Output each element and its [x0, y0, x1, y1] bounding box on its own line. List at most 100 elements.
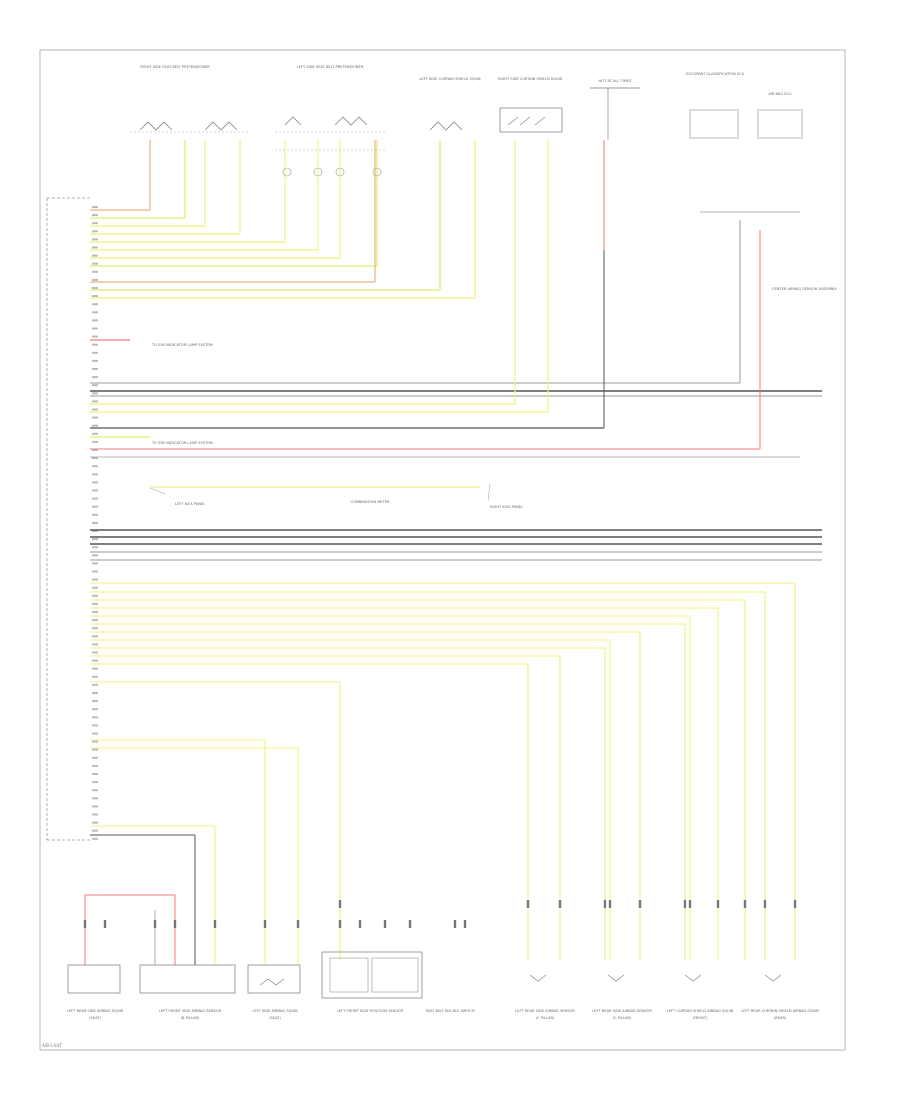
pin-stub [92, 837, 98, 840]
pin-stub [92, 578, 98, 581]
bottom-tick-6 [296, 920, 300, 928]
pin-stub [92, 384, 98, 387]
pin-stub [92, 602, 98, 605]
pin-stub [92, 651, 98, 654]
bottom-component-sub: (C PILLAR) [536, 1016, 555, 1020]
mid-label-srs-1: TO SRS INDICATOR LAMP SYSTEM [151, 343, 213, 347]
pin-stub [92, 683, 98, 686]
bottom-tick-5 [263, 920, 267, 928]
bottom-tick-4 [213, 920, 217, 928]
pin-stub [92, 449, 98, 451]
mid-label-srs-2: TO SRS INDICATOR LAMP SYSTEM [151, 441, 213, 445]
bottom-tick-8 [358, 920, 362, 928]
bottom-component-sub: (SEAT) [269, 1016, 281, 1020]
pin-stub [92, 270, 98, 273]
pin-stub [92, 206, 98, 208]
pin-stub [92, 570, 98, 573]
bottom-tick-7 [338, 920, 342, 928]
pin-stub [92, 254, 98, 257]
pin-stub [92, 700, 98, 703]
pin-stub [92, 303, 98, 306]
bottom-component-label: LEFT REAR SIDE AIRBAG SQUIB [67, 1009, 124, 1013]
pin-stub [92, 440, 98, 443]
bottom-component-sub: (SEAT) [89, 1016, 101, 1020]
pin-stub [92, 262, 98, 265]
diagram-frame [39, 49, 846, 1051]
pin-stub [92, 497, 98, 500]
pin-stub [92, 635, 98, 638]
lower-tick-6 [638, 900, 642, 908]
top-label-6: AIR BAG ECU [768, 92, 792, 96]
pin-stub [92, 675, 98, 678]
vertical-wires [83, 140, 797, 965]
diagram-code: A/B-1-E4T [42, 1043, 62, 1048]
bottom-component-sub: (REAR) [774, 1016, 787, 1020]
bottom-tick-10 [408, 920, 412, 928]
lower-tick-5 [683, 900, 687, 908]
pin-stub [92, 773, 98, 775]
bottom-tick-1 [103, 920, 107, 928]
pin-stub [92, 376, 98, 379]
lower-tick-11 [338, 900, 342, 908]
pin-stub [92, 643, 98, 646]
bottom-component-label: LEFT FRONT SIDE AIRBAG SENSOR [159, 1009, 222, 1013]
lower-tick-1 [763, 900, 767, 908]
bottom-component-label: LEFT SIDE AIRBAG SQUIB [252, 1009, 298, 1013]
pin-stub [92, 521, 98, 524]
pin-stub [92, 214, 98, 217]
pin-stub [92, 327, 98, 330]
pin-stub [92, 489, 98, 492]
pin-stub [92, 335, 98, 338]
right-curtain-squib: RIGHT SIDE CURTAIN SHIELD SQUIB [498, 77, 563, 133]
lower-tick-2 [743, 900, 747, 908]
pin-stub [92, 829, 98, 832]
lower-tick-0 [793, 900, 797, 908]
bottom-component-sub: (B PILLAR) [181, 1016, 200, 1020]
top-label-1: LEFT SIDE SEAT BELT PRETENSIONER [297, 65, 364, 69]
pin-stub [92, 764, 98, 767]
airbag-ecu-top: AIR BAG ECU [700, 92, 803, 213]
bottom-component-label: LEFT FRONT SEAT POSITION SENSOR [337, 1009, 404, 1013]
lower-tick-3 [716, 900, 720, 908]
pin-labels [92, 206, 98, 840]
mid-label-left-kick: LEFT KICK PANEL [175, 502, 205, 506]
right-seat-belt-pretensioner: RIGHT SIDE SEAT BELT PRETENSIONER [130, 65, 250, 133]
pin-stub [92, 586, 98, 589]
bottom-tick-9 [383, 920, 387, 928]
pin-stub [92, 319, 98, 322]
pin-stub [92, 740, 98, 743]
mid-labels: TO SRS INDICATOR LAMP SYSTEM TO SRS INDI… [149, 287, 838, 509]
airbag-ecu-connector [46, 197, 90, 841]
pin-stub [92, 748, 98, 751]
bottom-tick-2 [153, 920, 157, 928]
pin-stub [92, 416, 98, 419]
pin-stub [92, 368, 98, 370]
pin-stub [92, 562, 98, 565]
pin-stub [92, 692, 98, 694]
bottom-component-label: LEFT REAR SIDE AIRBAG SENSOR [515, 1009, 575, 1013]
horizontal-wires [85, 209, 822, 896]
pin-stub [92, 311, 98, 314]
pin-stub [92, 465, 98, 468]
bottom-component-label: SEAT BELT BUCKLE SWITCH [425, 1009, 474, 1013]
pin-stub [92, 716, 98, 719]
bottom-components: A/B-1-E4T [42, 951, 782, 1048]
mid-label-center-sensor: CENTER AIRBAG SENSOR ASSEMBLY [772, 287, 838, 291]
pin-stub [92, 732, 98, 735]
pin-stub [92, 400, 98, 403]
pin-stub [92, 278, 98, 281]
pin-stub [92, 392, 98, 395]
lower-tick-10 [526, 900, 530, 908]
bottom-component-sub: (C PILLAR) [613, 1016, 632, 1020]
pin-stub [92, 611, 98, 613]
top-label-2: LEFT SIDE CURTAIN SHIELD SQUIB [419, 77, 481, 81]
left-curtain-squib: LEFT SIDE CURTAIN SHIELD SQUIB [419, 77, 481, 131]
pin-stub [92, 408, 98, 411]
mid-label-right-kick: RIGHT KICK PANEL [490, 505, 523, 509]
pin-stub [92, 538, 98, 541]
lower-tick-8 [603, 900, 607, 908]
pin-stub [92, 813, 98, 816]
top-label-3: RIGHT SIDE CURTAIN SHIELD SQUIB [498, 77, 563, 81]
pin-stub [92, 627, 98, 630]
